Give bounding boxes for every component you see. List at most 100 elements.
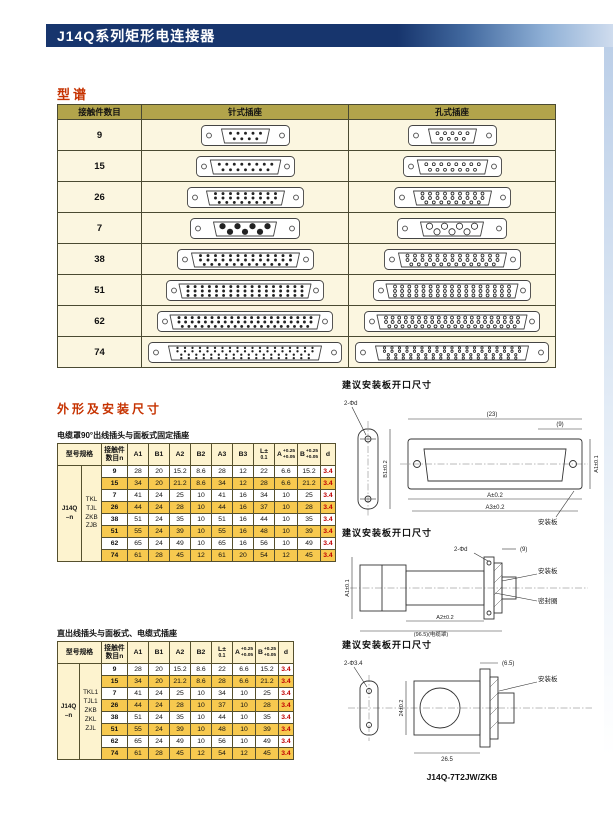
dim-value-cell: 25 [297, 489, 321, 502]
height-dim-label: 24±0.2 [399, 700, 405, 717]
connector-socket-icon [393, 187, 511, 208]
connector-socket-icon [383, 249, 521, 270]
mounting-plate-label: 安装板 [538, 674, 558, 683]
dim-value-cell: 3.4 [320, 501, 336, 514]
socket-insert-cell [348, 150, 556, 182]
dim-value-cell: 61 [127, 549, 149, 562]
connector-pin-icon [200, 125, 290, 146]
dim-value-cell: 10 [274, 489, 298, 502]
pin-insert-cell [141, 243, 349, 275]
contact-count-cell: 15 [101, 477, 128, 490]
dim-header-l: L± 0.1 [211, 641, 233, 664]
mounting-diagram-block-3: 建议安装板开口尺寸 2-Φ3.4 (6.5) 24±0.2 26.5 安装板 [342, 638, 606, 782]
l-tolerance: 0.1 [218, 652, 226, 659]
dim-value-cell: 12 [232, 465, 254, 478]
dim-value-cell: 12 [232, 477, 254, 490]
dim-value-cell: 6.6 [232, 663, 256, 676]
dim-value-cell: 48 [211, 723, 233, 736]
dim-value-cell: 25 [169, 489, 191, 502]
dim-23-label: (23) [487, 412, 498, 418]
dim-value-cell: 54 [211, 747, 233, 760]
dim-value-cell: 10 [232, 735, 256, 748]
dim-header-a3: A3 [211, 443, 233, 466]
dim-value-cell: 35 [297, 513, 321, 526]
dim-value-cell: 44 [211, 711, 233, 724]
contact-count-cell: 7 [101, 489, 128, 502]
dim-value-cell: 34 [211, 477, 233, 490]
socket-insert-cell [348, 336, 556, 368]
mounting-diagram-block-1: 建议安装板开口尺寸 2-Φd B1±0.2 (23) (9) A1±0.1 A±… [342, 378, 606, 532]
dim-value-cell: 44 [127, 501, 149, 514]
width-dim-label: 26.5 [441, 757, 453, 763]
a1-dim-label: A1±0.1 [594, 455, 600, 472]
a-label: A [234, 648, 240, 656]
mounting-diagram-block-2: 建议安装板开口尺寸 2-Φd (9) A1±0.1 安装板 密封圈 [342, 526, 606, 642]
dim-value-cell: 3.4 [278, 723, 294, 736]
pin-insert-cell [141, 305, 349, 337]
dim-value-cell: 34 [127, 675, 149, 688]
dim-value-cell: 51 [211, 513, 233, 526]
dim-value-cell: 16 [232, 513, 254, 526]
dim-value-cell: 28 [211, 675, 233, 688]
overall-length-label: (96.5)(电缆罩) [414, 630, 449, 637]
dim-value-cell: 10 [190, 513, 212, 526]
contact-count-cell: 51 [101, 525, 128, 538]
dim-header-b1: B1 [148, 443, 170, 466]
dim-header-b1: B1 [148, 641, 170, 664]
socket-insert-cell [348, 181, 556, 213]
spectrum-table-body: 9 15 26 7 [57, 119, 556, 368]
dim-value-cell: 45 [255, 747, 279, 760]
a-tol-top: +0.25 [240, 647, 254, 653]
model-spec-header: 型号规格 [57, 641, 102, 664]
pin-insert-cell [141, 181, 349, 213]
connector-socket-icon [407, 125, 497, 146]
dim-value-cell: 10 [190, 489, 212, 502]
socket-insert-cell [348, 119, 556, 151]
contact-count-cell: 74 [101, 549, 128, 562]
dim-value-cell: 28 [148, 549, 170, 562]
dim-value-cell: 35 [169, 711, 191, 724]
dim-value-cell: 41 [127, 687, 149, 700]
spectrum-header-contacts: 接触件数目 [57, 104, 142, 120]
dim-value-cell: 12 [274, 549, 298, 562]
dim-value-cell: 34 [211, 687, 233, 700]
seal-label: 密封圈 [538, 596, 558, 605]
outline-section-heading: 外形及安装尺寸 [57, 402, 163, 416]
contact-count-cell: 38 [101, 711, 128, 724]
dim-value-cell: 8.6 [190, 675, 212, 688]
connector-socket-icon [402, 156, 502, 177]
pin-insert-cell [141, 274, 349, 306]
dim-header-b: B+0.25+0.05 [297, 443, 321, 466]
dim-value-cell: 21.2 [169, 675, 191, 688]
dim-header-l: L± 0.1 [253, 443, 275, 466]
dim-value-cell: 6.6 [274, 477, 298, 490]
dim-value-cell: 28 [127, 663, 149, 676]
dim-value-cell: 56 [211, 735, 233, 748]
hole-dim-label: 2-Φ3.4 [344, 661, 363, 667]
dim-value-cell: 24 [148, 501, 170, 514]
hole-dim-label: 2-Φd [344, 401, 357, 407]
dim-value-cell: 51 [127, 513, 149, 526]
dim-value-cell: 3.4 [278, 663, 294, 676]
pin-insert-cell [141, 212, 349, 244]
straight-header-row: 型号规格 接触件数目n A1 B1 A2 B2 L± 0.1 A+0.25+0.… [57, 641, 294, 664]
pin-insert-cell [141, 150, 349, 182]
dim-value-cell: 39 [297, 525, 321, 538]
dim-value-cell: 3.4 [278, 675, 294, 688]
dim-value-cell: 28 [127, 465, 149, 478]
page-edge-decoration [604, 47, 613, 757]
dim-value-cell: 24 [148, 699, 170, 712]
dim-value-cell: 44 [211, 501, 233, 514]
dim-value-cell: 10 [274, 537, 298, 550]
contact-count-cell: 62 [101, 735, 128, 748]
socket-insert-cell [348, 212, 556, 244]
